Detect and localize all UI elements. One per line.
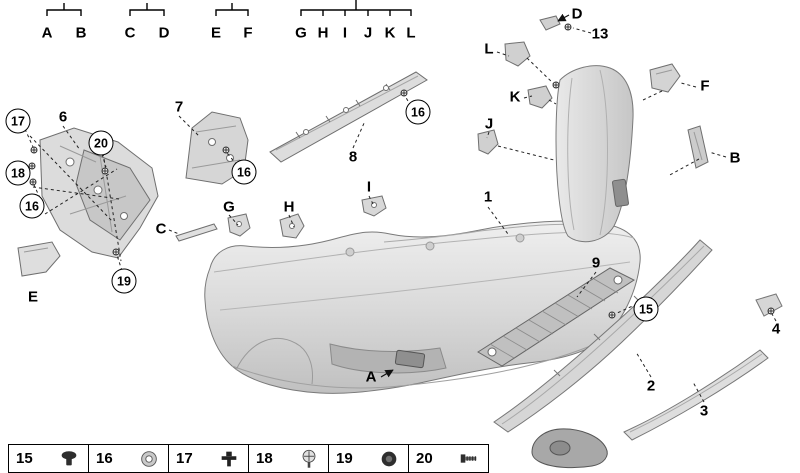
callout-8[interactable]: 8 [348,148,358,166]
part-strip-C [175,223,218,242]
callout-L[interactable]: L [484,40,494,58]
leader-lines [24,27,777,403]
callout-C[interactable]: C [155,220,167,238]
push-rivet-icon [57,447,81,471]
part-trim-strip-3 [623,349,769,441]
part-side-panel [555,65,634,243]
callout-B[interactable]: B [729,149,741,167]
callout-3[interactable]: 3 [699,402,709,420]
callout-13[interactable]: 13 [591,25,609,43]
callout-A[interactable]: A [365,368,377,386]
part-bracket-bottom [531,428,608,469]
legend-number-16: 16 [96,450,113,467]
callout-F[interactable]: F [700,77,710,95]
top-letter-D[interactable]: D [158,24,170,42]
part-upper-trim-strip-8 [269,71,428,163]
part-diffuser-2 [493,239,713,433]
expanding-clip-icon [217,447,241,471]
callout-circled-15[interactable]: 15 [633,296,659,322]
callout-4[interactable]: 4 [771,320,781,338]
callout-circled-18[interactable]: 18 [5,160,31,186]
legend-cell-20[interactable]: 20 [408,444,490,473]
part-clip-D [539,15,561,31]
legend-cell-17[interactable]: 17 [168,444,250,473]
part-cap-4 [755,293,783,317]
legend-number-18: 18 [256,450,273,467]
top-letter-C[interactable]: C [124,24,136,42]
grommet-icon [137,447,161,471]
tapping-screw-icon [457,447,481,471]
callout-circled-17[interactable]: 17 [5,108,31,134]
top-letter-F[interactable]: F [243,24,253,42]
callout-circled-16-a[interactable]: 16 [19,193,45,219]
leader-arrows [380,13,570,378]
part-bracket-K [527,85,553,109]
part-bracket-H [279,213,305,239]
legend-cell-15[interactable]: 15 [8,444,90,473]
callout-6[interactable]: 6 [58,108,68,126]
legend-cell-18[interactable]: 18 [248,444,330,473]
legend-number-17: 17 [176,450,193,467]
callout-H[interactable]: H [283,198,295,216]
callout-I[interactable]: I [366,178,372,196]
top-letter-A[interactable]: A [41,24,53,42]
part-guide-E [17,241,61,277]
callout-J[interactable]: J [484,115,494,133]
callout-circled-20[interactable]: 20 [88,130,114,156]
screw-washer-icon [297,447,321,471]
top-letter-J[interactable]: J [363,24,373,42]
legend-number-19: 19 [336,450,353,467]
callout-K[interactable]: K [509,88,521,106]
fastener-legend: 15 16 17 18 19 20 [8,444,490,473]
top-letter-E[interactable]: E [210,24,222,42]
top-letter-H[interactable]: H [317,24,329,42]
part-reflector-A [394,349,426,369]
callout-G[interactable]: G [223,198,235,216]
callout-7[interactable]: 7 [174,98,184,116]
callout-2[interactable]: 2 [646,377,656,395]
callout-circled-16-c[interactable]: 16 [405,99,431,125]
callout-1[interactable]: 1 [483,188,493,206]
part-bracket-J [477,129,499,155]
screw-symbols [28,23,775,319]
callout-D[interactable]: D [571,5,583,23]
top-letter-B[interactable]: B [75,24,87,42]
part-impact-bar-9 [477,267,636,367]
legend-number-15: 15 [16,450,33,467]
top-letter-L[interactable]: L [406,24,416,42]
top-letter-G[interactable]: G [295,24,307,42]
cap-plug-icon [377,447,401,471]
top-letter-I[interactable]: I [342,24,348,42]
callout-circled-16-b[interactable]: 16 [231,159,257,185]
part-bracket-G [227,213,251,237]
top-group-brackets [46,0,412,16]
callout-circled-19[interactable]: 19 [111,268,137,294]
part-strip-B [687,125,709,169]
callout-E[interactable]: E [27,288,39,306]
part-bracket-F [649,63,681,93]
legend-number-20: 20 [416,450,433,467]
callout-9[interactable]: 9 [591,254,601,272]
part-bracket-I [361,195,387,217]
legend-cell-19[interactable]: 19 [328,444,410,473]
legend-cell-16[interactable]: 16 [88,444,170,473]
top-letter-K[interactable]: K [384,24,396,42]
part-bracket-L [504,41,531,67]
